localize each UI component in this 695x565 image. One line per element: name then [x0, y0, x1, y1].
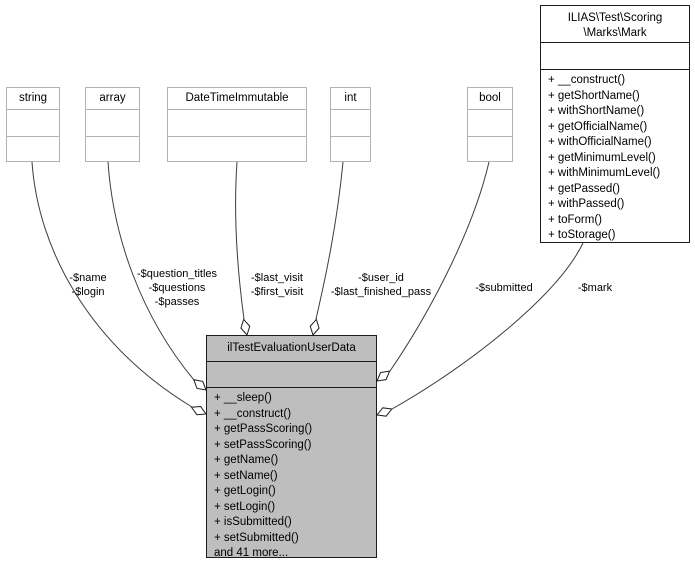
class-name: ILIAS\Test\Scoring \Marks\Mark: [541, 6, 689, 43]
class-name: int: [331, 88, 370, 110]
edge-label-string: -$name -$login: [48, 271, 128, 299]
method: + toForm(): [548, 213, 602, 226]
empty-methods-compartment: [7, 137, 59, 161]
method: + toStorage(): [548, 229, 616, 241]
method: + setName(): [214, 469, 278, 482]
method: + withOfficialName(): [548, 136, 652, 148]
edge-string: [31, 161, 193, 408]
class-name: array: [86, 88, 139, 110]
method: + getMinimumLevel(): [548, 151, 656, 164]
class-box-bool: bool: [467, 87, 513, 162]
edge-label-line: -$question_titles: [136, 268, 218, 280]
aggregation-diamond: [240, 318, 251, 336]
method: + getOfficialName(): [548, 120, 648, 133]
edge-label-bool: -$submitted: [465, 281, 543, 295]
aggregation-diamond: [376, 407, 393, 417]
class-name: string: [7, 88, 59, 110]
method: + withMinimumLevel(): [548, 167, 661, 179]
class-name-line: ILIAS\Test\Scoring: [567, 12, 663, 24]
empty-attributes-compartment: [468, 110, 512, 137]
method: + setSubmitted(): [214, 531, 299, 544]
empty-attributes-compartment: [331, 110, 370, 137]
edge-mark: [391, 242, 584, 410]
method: + withShortName(): [548, 105, 645, 117]
edge-int: [315, 161, 344, 320]
edge-label-array: -$question_titles -$questions -$passes: [122, 267, 232, 309]
class-name: DateTimeImmutable: [168, 88, 306, 110]
method: + __construct(): [214, 407, 292, 420]
method: + setLogin(): [214, 500, 276, 513]
class-box-string: string: [6, 87, 60, 162]
aggregation-diamond: [376, 370, 391, 382]
edge-label-datetimeimmutable: -$last_visit -$first_visit: [237, 271, 317, 299]
class-name: bool: [468, 88, 512, 110]
edge-label-line: -$name: [69, 272, 107, 284]
empty-attributes-compartment: [7, 110, 59, 137]
method: + getName(): [214, 454, 279, 466]
class-box-iltestevaluationuserdata: ilTestEvaluationUserData + __sleep() + _…: [206, 335, 377, 559]
edge-array: [107, 161, 195, 381]
empty-attributes-compartment: [207, 362, 376, 388]
method: + setPassScoring(): [214, 438, 312, 451]
edge-datetimeimmutable: [235, 161, 245, 320]
edge-label-line: -$last_finished_pass: [330, 286, 432, 298]
empty-methods-compartment: [468, 137, 512, 161]
empty-attributes-compartment: [86, 110, 139, 137]
method: + getPassScoring(): [214, 423, 313, 435]
method: + __construct(): [548, 74, 626, 86]
class-box-mark[interactable]: ILIAS\Test\Scoring \Marks\Mark + __const…: [540, 5, 690, 243]
edge-label-line: -$user_id: [358, 272, 404, 284]
aggregation-diamond: [309, 318, 320, 336]
edge-label-line: -$mark: [577, 282, 613, 294]
more-methods-note: and 41 more...: [214, 547, 289, 559]
class-name: ilTestEvaluationUserData: [207, 336, 376, 362]
method: + getLogin(): [214, 485, 276, 497]
edge-label-line: -$last_visit: [251, 272, 303, 284]
method: + __sleep(): [214, 392, 272, 404]
class-box-datetimeimmutable: DateTimeImmutable: [167, 87, 307, 162]
edge-label-line: -$login: [71, 286, 105, 298]
method: + getPassed(): [548, 182, 620, 195]
aggregation-diamond: [192, 379, 207, 391]
edge-label-line: -$passes: [154, 296, 200, 308]
edge-label-line: -$questions: [148, 282, 206, 294]
methods-compartment: + __construct() + getShortName() + withS…: [541, 70, 689, 244]
empty-attributes-compartment: [541, 43, 689, 70]
edge-label-line: -$first_visit: [250, 286, 304, 298]
method: + getShortName(): [548, 89, 640, 102]
class-box-int: int: [330, 87, 371, 162]
edge-label-line: -$submitted: [475, 282, 533, 294]
empty-attributes-compartment: [168, 110, 306, 137]
empty-methods-compartment: [168, 137, 306, 161]
class-box-array: array: [85, 87, 140, 162]
edge-bool: [389, 161, 490, 372]
methods-compartment: + __sleep() + __construct() + getPassSco…: [207, 388, 376, 562]
edge-label-int: -$user_id -$last_finished_pass: [320, 271, 442, 299]
aggregation-diamond: [190, 406, 207, 416]
class-name-line: \Marks\Mark: [583, 27, 647, 39]
method: + withPassed(): [548, 198, 625, 210]
empty-methods-compartment: [331, 137, 370, 161]
empty-methods-compartment: [86, 137, 139, 161]
edge-label-mark: -$mark: [570, 281, 620, 295]
method: + isSubmitted(): [214, 516, 292, 528]
